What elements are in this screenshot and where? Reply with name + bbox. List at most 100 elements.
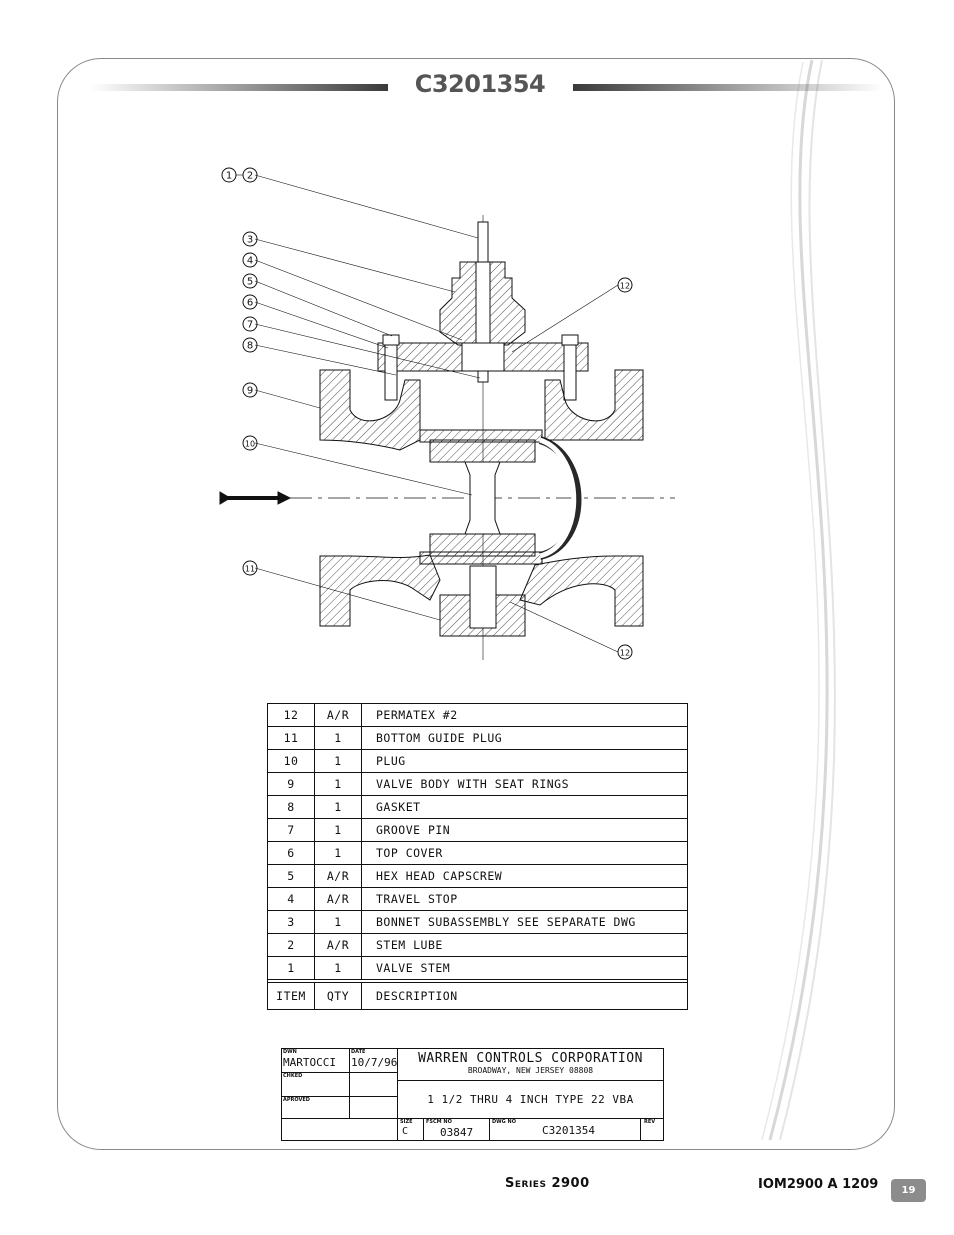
title-rule-left: [90, 84, 388, 91]
parts-item-no: 4: [268, 887, 315, 911]
valve-cross-section-drawing: 1 2 3 4 5 6 7 8 9 10 11 12 12: [219, 167, 675, 660]
callout-label: 12: [620, 282, 630, 291]
company-name: WARREN CONTROLS CORPORATION: [418, 1051, 643, 1066]
title-rule-right: [573, 84, 883, 91]
dwg-no-cell: DWG NO C3201354: [490, 1119, 641, 1140]
dwg-no-label: DWG NO: [492, 1119, 516, 1125]
parts-description: GROOVE PIN: [361, 818, 687, 842]
parts-description: PLUG: [361, 749, 687, 773]
parts-qty: A/R: [314, 933, 362, 957]
page-number-badge: 19: [891, 1179, 926, 1202]
parts-header-description: DESCRIPTION: [361, 979, 687, 1009]
blank-cell: [282, 1119, 398, 1140]
parts-description: VALVE BODY WITH SEAT RINGS: [361, 772, 687, 796]
parts-header-qty: QTY: [314, 979, 362, 1009]
drawn-by: MARTOCCI: [283, 1056, 336, 1069]
date-cell: DATE 10/7/96: [350, 1049, 398, 1073]
parts-item-no: 2: [268, 933, 315, 957]
title-block: DWN MARTOCCI DATE 10/7/96 CHKED APROVED …: [281, 1048, 664, 1141]
fscm-label: FSCM NO: [426, 1119, 452, 1125]
page-title: C3201354: [414, 70, 546, 98]
parts-qty: A/R: [314, 704, 362, 727]
parts-description: TRAVEL STOP: [361, 887, 687, 911]
parts-description: STEM LUBE: [361, 933, 687, 957]
parts-qty: 1: [314, 841, 362, 865]
callout-label: 5: [247, 277, 253, 288]
parts-item-no: 12: [268, 704, 315, 727]
parts-item-no: 3: [268, 910, 315, 934]
approved-cell: APROVED: [282, 1097, 350, 1119]
checked-cell: CHKED: [282, 1073, 350, 1097]
parts-qty: 1: [314, 795, 362, 819]
callout-label: 9: [247, 386, 253, 397]
parts-qty: A/R: [314, 864, 362, 888]
parts-item-no: 10: [268, 749, 315, 773]
parts-item-no: 7: [268, 818, 315, 842]
rev-cell: REV: [641, 1119, 663, 1140]
parts-description: VALVE STEM: [361, 956, 687, 981]
fscm-cell: FSCM NO 03847: [424, 1119, 490, 1140]
parts-qty: 1: [314, 749, 362, 773]
callout-label: 2: [247, 171, 253, 182]
checked-date-cell: [350, 1073, 398, 1097]
callout-label: 1: [226, 171, 232, 182]
checked-label: CHKED: [283, 1073, 303, 1079]
drawn-cell: DWN MARTOCCI: [282, 1049, 350, 1073]
drawing-title: 1 1/2 THRU 4 INCH TYPE 22 VBA: [398, 1081, 663, 1119]
size-cell: SIZE C: [398, 1119, 424, 1140]
parts-item-no: 9: [268, 772, 315, 796]
callout-label: 6: [247, 298, 253, 309]
parts-description: GASKET: [361, 795, 687, 819]
callout-label: 12: [620, 649, 630, 658]
drawn-label: DWN: [283, 1049, 297, 1055]
date-label: DATE: [351, 1049, 366, 1055]
parts-description: PERMATEX #2: [376, 708, 458, 722]
parts-item-no: 6: [268, 841, 315, 865]
parts-item-no: 1: [268, 956, 315, 981]
callout-label: 4: [247, 256, 253, 267]
parts-qty: 1: [314, 956, 362, 981]
date-value: 10/7/96: [351, 1056, 398, 1069]
parts-qty: 1: [314, 772, 362, 796]
parts-item-no: 11: [268, 726, 315, 750]
callout-label: 7: [247, 320, 253, 331]
fscm-value: 03847: [440, 1126, 474, 1139]
parts-qty: 1: [314, 818, 362, 842]
page-frame: [57, 58, 895, 1150]
footer-doc-code: IOM2900 A 1209: [758, 1177, 879, 1192]
approved-label: APROVED: [283, 1097, 310, 1103]
parts-qty: A/R: [314, 887, 362, 911]
parts-description: BONNET SUBASSEMBLY SEE SEPARATE DWG: [361, 910, 687, 934]
callout-label: 10: [245, 440, 255, 449]
parts-description: TOP COVER: [361, 841, 687, 865]
size-value: C: [402, 1126, 409, 1137]
parts-description: HEX HEAD CAPSCREW: [361, 864, 687, 888]
parts-item-no: 8: [268, 795, 315, 819]
parts-qty: 1: [314, 910, 362, 934]
callout-label: 3: [247, 235, 253, 246]
size-label: SIZE: [400, 1119, 413, 1125]
callout-label: 8: [247, 341, 253, 352]
parts-description: BOTTOM GUIDE PLUG: [361, 726, 687, 750]
dwg-no-value: C3201354: [542, 1124, 595, 1137]
company-cell: WARREN CONTROLS CORPORATION BROADWAY, NE…: [398, 1049, 663, 1081]
approved-date-cell: [350, 1097, 398, 1119]
rev-label: REV: [644, 1119, 656, 1125]
parts-header-item: ITEM: [268, 979, 315, 1009]
company-address: BROADWAY, NEW JERSEY 08808: [467, 1066, 594, 1075]
callout-label: 11: [245, 565, 255, 574]
